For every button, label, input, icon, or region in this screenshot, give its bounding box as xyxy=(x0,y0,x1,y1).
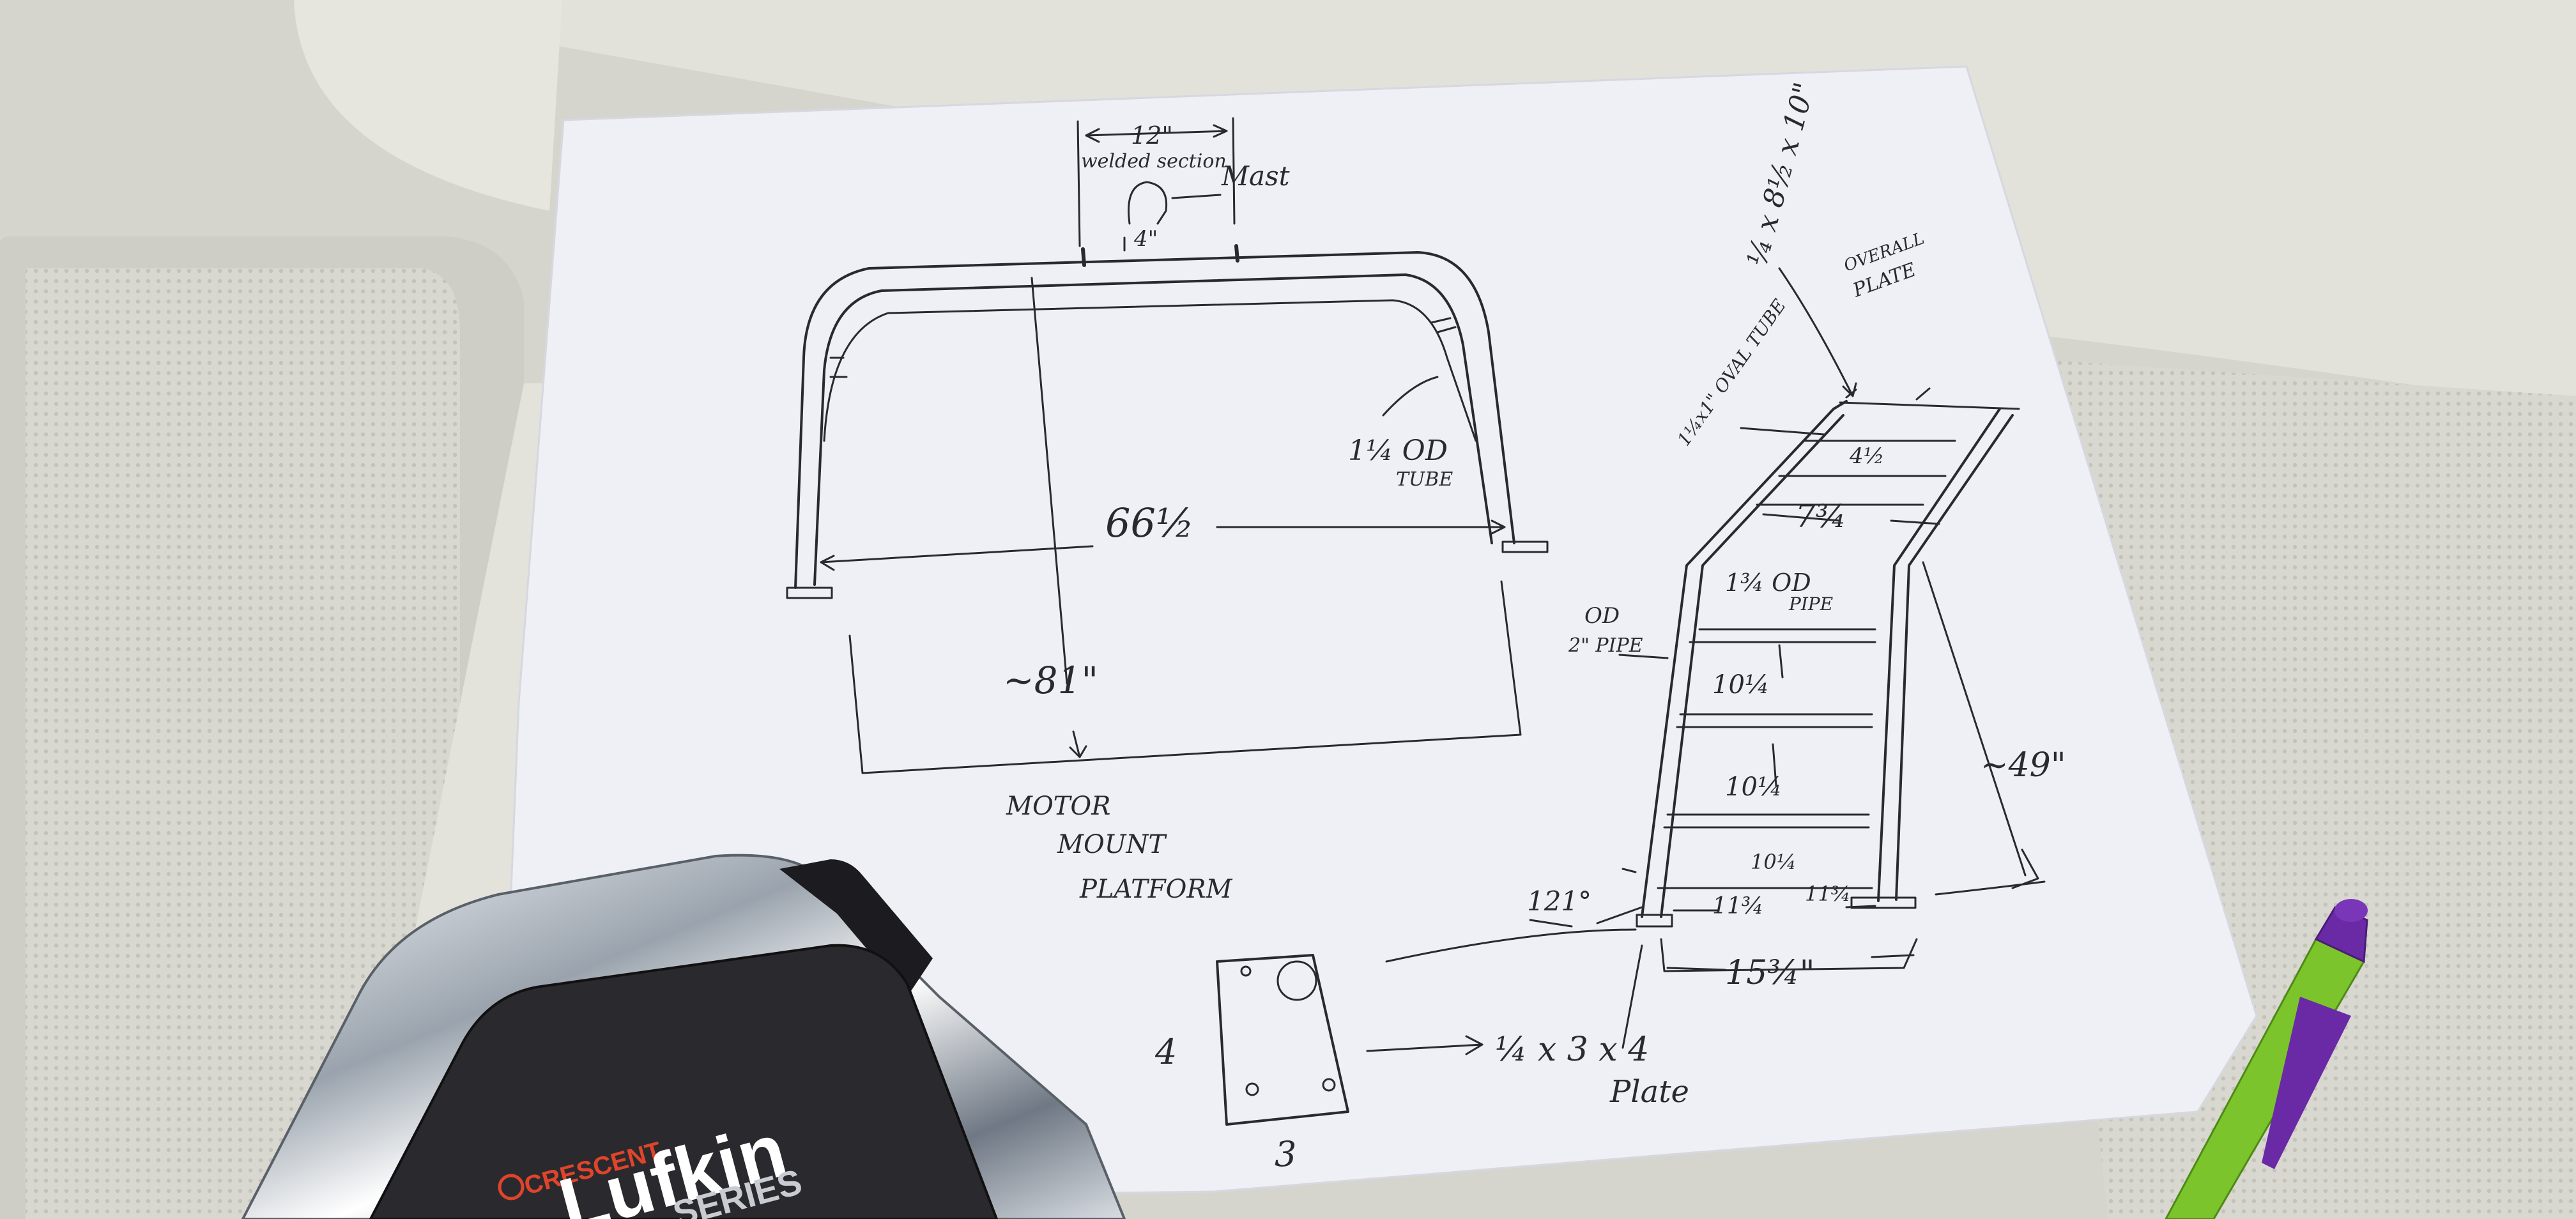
base-total-dim: 15¾" xyxy=(1725,954,1815,992)
paper-sheet xyxy=(497,65,2258,1202)
platform-line-2: MOUNT xyxy=(1057,830,1167,859)
arch-frame-sketch xyxy=(786,117,1549,774)
ladder-sketch xyxy=(1385,267,2046,1049)
rung-width: 7¾ xyxy=(1795,498,1846,535)
angle-dim: 121° xyxy=(1527,885,1591,917)
plate-spec: ¼ x 3 x 4 xyxy=(1495,1031,1649,1069)
platform-line-1: MOTOR xyxy=(1006,792,1110,821)
welded-dim: 12" xyxy=(1131,121,1173,150)
crescent-logo-icon xyxy=(498,1174,525,1200)
rung-gap-3: 10¼ xyxy=(1751,850,1797,874)
rung-gap-1: 10¼ xyxy=(1712,670,1770,700)
mechanical-pencil xyxy=(2165,899,2368,1219)
tube-label-a: 1¼ OD xyxy=(1348,434,1448,467)
tape-measure: CRESCENT Lufkin SERIES xyxy=(241,854,1126,1219)
plate-sketch xyxy=(1216,954,1483,1126)
rung-pipe-b: PIPE xyxy=(1788,594,1833,615)
base-left-dim: 11¾ xyxy=(1712,893,1764,919)
plate-side-dim: 4 xyxy=(1154,1032,1177,1072)
side-height-dim: ~49" xyxy=(1981,746,2066,785)
mast-dim: 4" xyxy=(1133,226,1158,252)
height-dim: ~81" xyxy=(1003,659,1098,702)
plate-bottom-dim: 3 xyxy=(1275,1134,1296,1174)
tube-label-b: TUBE xyxy=(1396,468,1453,491)
plate-labels: 4 3 ¼ x 3 x 4 Plate xyxy=(1154,1031,1689,1174)
platform-line-3: PLATFORM xyxy=(1079,875,1233,904)
mast-label: Mast xyxy=(1221,160,1290,192)
welded-label: welded section xyxy=(1081,150,1227,172)
rung-gap-top: 4½ xyxy=(1849,443,1885,469)
pipe-label: 2" PIPE xyxy=(1568,634,1643,657)
od-label: OD xyxy=(1584,603,1620,629)
arch-frame-labels: 12" welded section Mast 4" 66½ 1¼ OD TUB… xyxy=(1003,121,1453,904)
width-dim: 66½ xyxy=(1105,500,1194,546)
rung-pipe-a: 1¾ OD xyxy=(1725,569,1811,597)
plate-word: Plate xyxy=(1609,1074,1689,1110)
rung-gap-2: 10¼ xyxy=(1725,772,1782,802)
base-right-dim: 11¾ xyxy=(1805,882,1851,906)
